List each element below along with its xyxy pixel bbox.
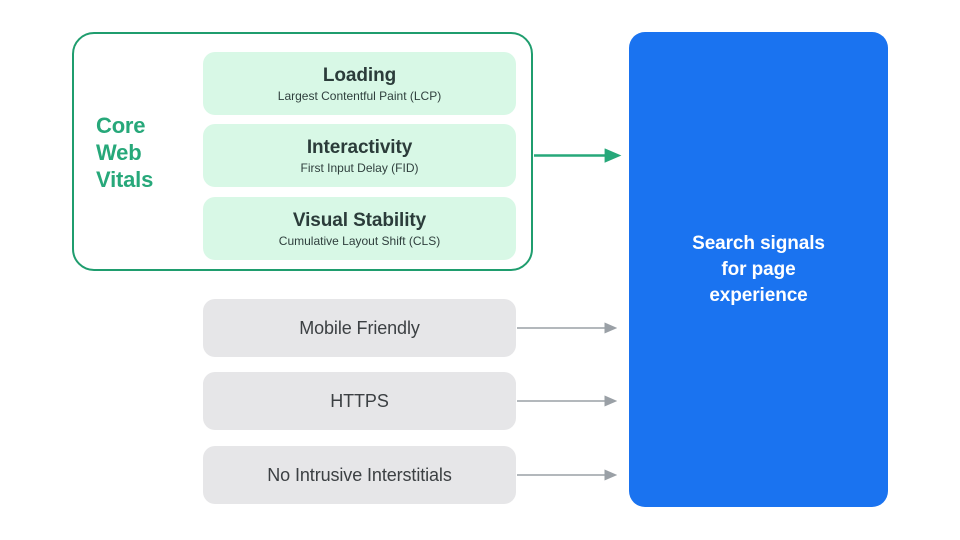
vital-card-subtitle: Cumulative Layout Shift (CLS) (278, 233, 441, 248)
signal-box-label: No Intrusive Interstitials (267, 464, 452, 485)
signal-box-https: HTTPS (203, 372, 516, 430)
search-signals-line-1: Search signals (692, 232, 825, 254)
vital-card-title: Loading (322, 64, 397, 86)
search-signals-line-2: for page (721, 258, 796, 280)
core-web-vitals-label-line-3: Vitals (96, 167, 154, 192)
core-web-vitals-label-line-2: Web (96, 140, 142, 165)
search-signals-panel-text: Search signals for page experience (692, 231, 825, 309)
signal-box-label: Mobile Friendly (299, 317, 420, 338)
vital-card-subtitle: First Input Delay (FID) (300, 160, 419, 175)
vital-card-interactivity: Interactivity First Input Delay (FID) (203, 124, 516, 187)
signal-box-label: HTTPS (330, 390, 389, 411)
core-web-vitals-group-label: Core Web Vitals (96, 112, 192, 193)
core-web-vitals-label-line-1: Core (96, 113, 146, 138)
vital-card-title: Visual Stability (292, 209, 427, 231)
vital-card-subtitle: Largest Contentful Paint (LCP) (277, 88, 442, 103)
signal-box-mobile-friendly: Mobile Friendly (203, 299, 516, 357)
vital-card-visual-stability: Visual Stability Cumulative Layout Shift… (203, 197, 516, 260)
search-signals-panel: Search signals for page experience (629, 32, 888, 507)
vital-card-title: Interactivity (306, 136, 413, 158)
signal-box-no-intrusive-interstitials: No Intrusive Interstitials (203, 446, 516, 504)
vital-card-loading: Loading Largest Contentful Paint (LCP) (203, 52, 516, 115)
search-signals-line-3: experience (709, 284, 808, 306)
